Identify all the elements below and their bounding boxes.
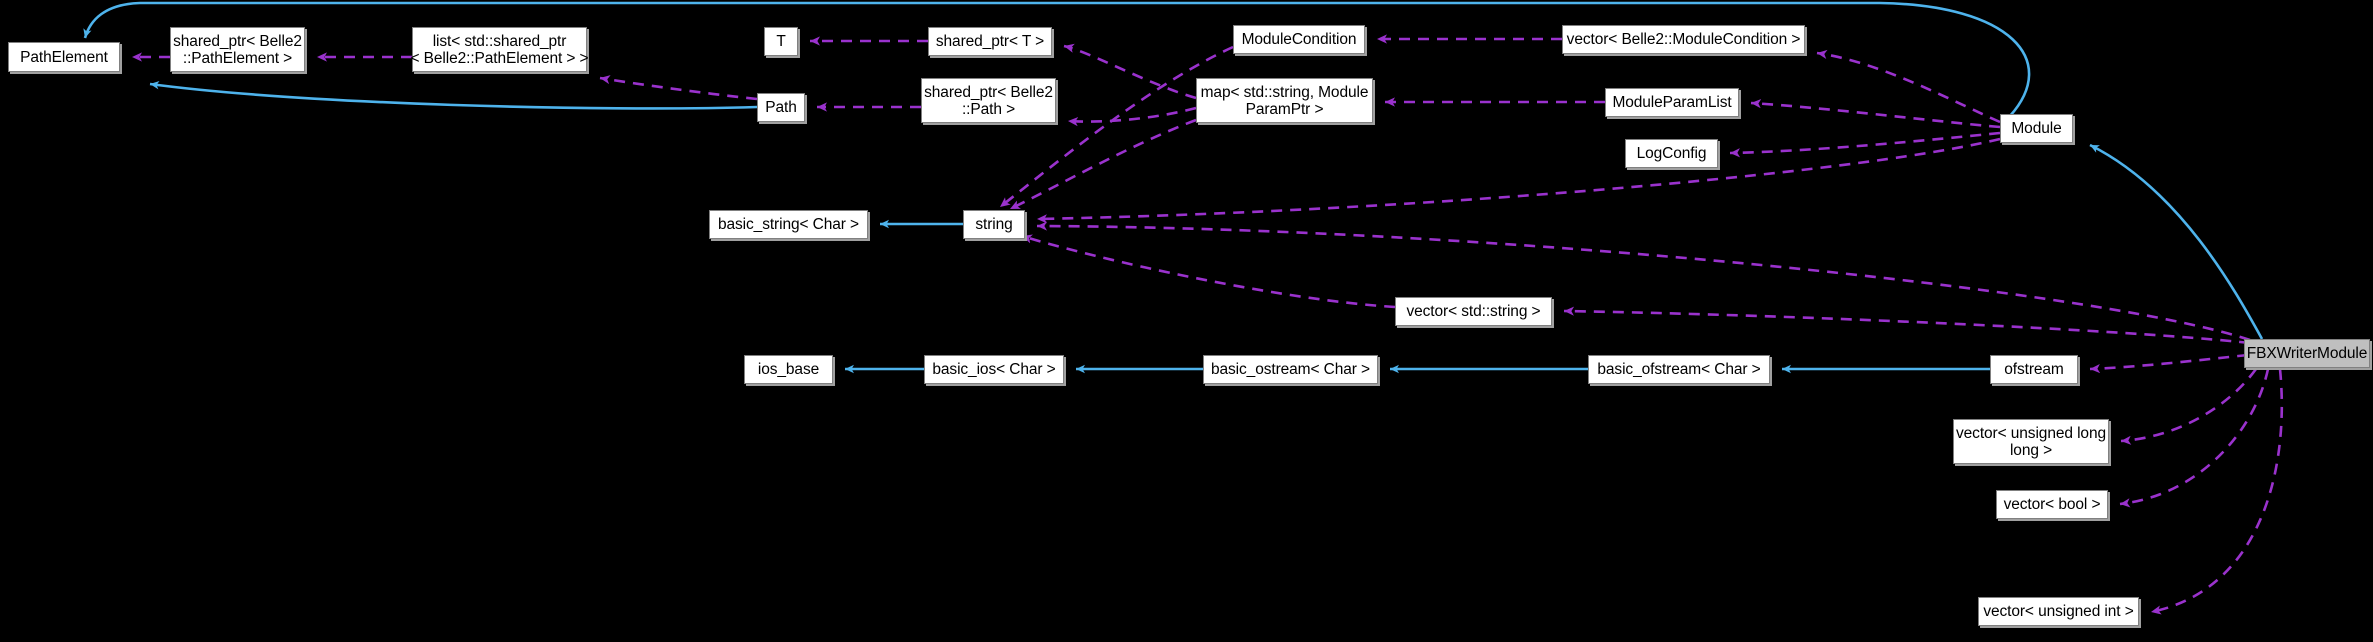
edge-map-to-sharedptr-path: [1067, 106, 1197, 127]
edge-fbx-to-vector-uint: [2150, 368, 2284, 615]
edge-map-to-sharedptr-t: [1063, 43, 1197, 100]
class-node-vector_std_string[interactable]: vector< std::string >: [1395, 297, 1552, 326]
edge-fbx-to-string: [1036, 221, 2251, 342]
class-node-shared_ptr_path[interactable]: shared_ptr< Belle2 ::Path >: [921, 78, 1056, 123]
class-node-shared_ptr_t[interactable]: shared_ptr< T >: [928, 27, 1052, 56]
edge-modulecondition-to-string: [999, 45, 1234, 209]
class-node-ofstream[interactable]: ofstream: [1990, 355, 2078, 384]
edge-fbx-to-vector-stdstring: [1563, 306, 2251, 345]
edge-module-to-pathelement: [83, 1, 2031, 117]
edge-path-to-list: [599, 75, 758, 101]
usage-edges: [132, 34, 2284, 615]
class-node-vector_modulecondition[interactable]: vector< Belle2::ModuleCondition >: [1562, 25, 1805, 54]
class-node-pathelement[interactable]: PathElement: [8, 42, 120, 72]
class-node-basic_string_char[interactable]: basic_string< Char >: [709, 210, 868, 239]
edge-fbx-to-vector-ulonglong: [2120, 368, 2258, 445]
inheritance-edges: [83, 1, 2264, 374]
edge-vector-stdstring-to-string: [1021, 234, 1396, 309]
edge-fbx-to-ofstream: [2089, 353, 2249, 374]
class-node-basic_ostream_char[interactable]: basic_ostream< Char >: [1203, 355, 1378, 384]
class-node-ios_base[interactable]: ios_base: [744, 355, 833, 384]
class-node-vector_ulonglong[interactable]: vector< unsigned long long >: [1953, 419, 2109, 464]
class-node-logconfig[interactable]: LogConfig: [1625, 139, 1718, 168]
class-node-module[interactable]: Module: [2000, 114, 2073, 143]
edge-module-to-string: [1036, 137, 2001, 224]
class-node-moduleparamlist[interactable]: ModuleParamList: [1605, 88, 1739, 117]
class-node-modulecondition[interactable]: ModuleCondition: [1233, 25, 1365, 54]
class-node-basic_ofstream_char[interactable]: basic_ofstream< Char >: [1588, 355, 1770, 384]
class-node-fbxwritermodule[interactable]: FBXWriterModule: [2244, 339, 2370, 368]
class-node-vector_bool[interactable]: vector< bool >: [1996, 490, 2108, 519]
class-node-path[interactable]: Path: [757, 93, 805, 122]
edge-map-to-string: [1009, 118, 1197, 211]
class-node-list_shared_ptr[interactable]: list< std::shared_ptr < Belle2::PathElem…: [410, 27, 589, 72]
class-node-shared_ptr_pathelement[interactable]: shared_ptr< Belle2 ::PathElement >: [170, 27, 305, 72]
edge-fbxwritermodule-to-module: [2089, 143, 2264, 340]
edge-path-to-pathelement: [149, 81, 758, 110]
class-node-string[interactable]: string: [963, 210, 1025, 239]
edge-module-to-vector-modulecondition: [1816, 49, 2001, 124]
edge-module-to-logconfig: [1729, 131, 2001, 158]
edge-fbx-to-vector-bool: [2119, 368, 2270, 508]
class-node-map_string_moduleparam[interactable]: map< std::string, Module ParamPtr >: [1196, 78, 1373, 123]
class-node-basic_ios_char[interactable]: basic_ios< Char >: [924, 355, 1064, 384]
class-node-t[interactable]: T: [764, 27, 798, 56]
class-node-vector_uint[interactable]: vector< unsigned int >: [1978, 597, 2139, 626]
edge-module-to-moduleparamlist: [1750, 99, 2001, 129]
